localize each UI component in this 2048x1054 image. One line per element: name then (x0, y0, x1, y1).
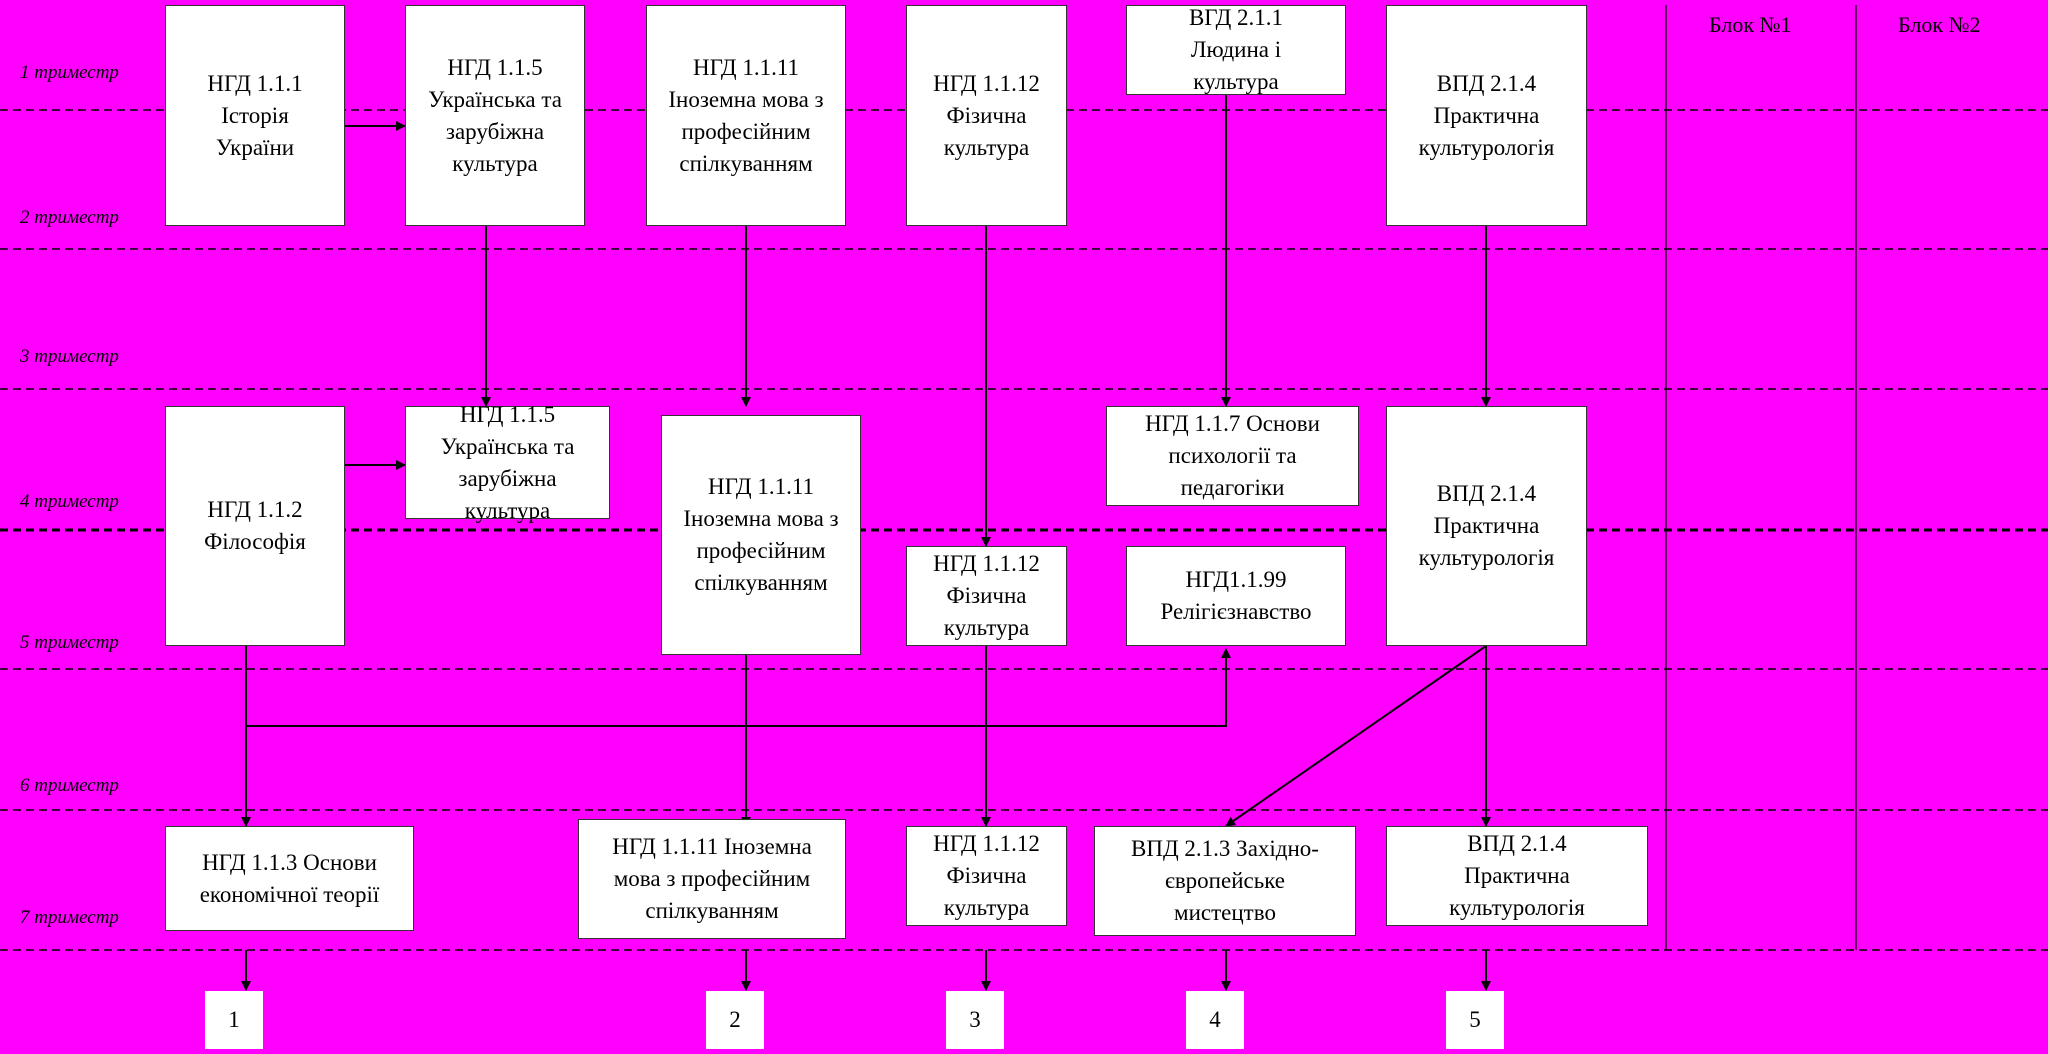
course-box-b14: НГД 1.1.3 Основи економічної теорії (165, 826, 414, 931)
course-box-b3: НГД 1.1.11 Іноземна мова з професійним с… (646, 5, 846, 226)
course-box-b16: НГД 1.1.12 Фізична культура (906, 826, 1067, 926)
course-box-b16-text: НГД 1.1.12 Фізична культура (933, 831, 1040, 920)
course-box-b18: ВПД 2.1.4 Практична культурологія (1386, 826, 1648, 926)
course-box-b5: ВГД 2.1.1 Людина і культура (1126, 5, 1346, 95)
course-box-b11-text: ВПД 2.1.4 Практична культурологія (1418, 481, 1555, 570)
course-box-b11: ВПД 2.1.4 Практична культурологія (1386, 406, 1587, 646)
trimester-label-3: 3 триместр (20, 346, 119, 367)
course-box-b8: НГД 1.1.5 Українська та зарубіжна культу… (405, 402, 610, 523)
course-box-b1: НГД 1.1.1 Історія України (165, 5, 345, 226)
course-box-b1-text: НГД 1.1.1 Історія України (207, 70, 303, 160)
course-box-b14-text: НГД 1.1.3 Основи економічної теорії (199, 849, 380, 907)
course-box-b2-text: НГД 1.1.5 Українська та зарубіжна культу… (428, 54, 562, 176)
course-box-b8-text: НГД 1.1.5 Українська та зарубіжна культу… (440, 401, 575, 523)
column-number-4: 4 (1186, 991, 1244, 1049)
course-box-b2: НГД 1.1.5 Українська та зарубіжна культу… (405, 5, 585, 226)
column-number-3: 3 (946, 991, 1004, 1049)
block-2-label: Блок №2 (1898, 12, 1981, 37)
course-box-b6-text: ВПД 2.1.4 Практична культурологія (1418, 70, 1555, 160)
trimester-label-4: 4 триместр (20, 491, 119, 512)
arrow-b7-to-b13 (246, 648, 1231, 727)
column-number-2: 2 (706, 991, 764, 1049)
course-box-b12: НГД 1.1.12 Фізична культура (906, 546, 1067, 646)
course-box-b9-text: НГД 1.1.11 Іноземна мова з професійним с… (683, 474, 839, 595)
trimester-label-6: 6 триместр (20, 775, 119, 796)
course-box-b15-text: НГД 1.1.11 Іноземна мова з професійним с… (612, 834, 812, 923)
course-box-b3-text: НГД 1.1.11 Іноземна мова з професійним с… (668, 54, 824, 176)
connector-arrows (241, 95, 1491, 991)
trimester-label-2: 2 триместр (20, 207, 119, 228)
course-box-b7-text: НГД 1.1.2 Філософія (204, 497, 306, 554)
course-box-b17: ВПД 2.1.3 Західно- європейське мистецтво (1094, 826, 1356, 936)
column-number-5: 5 (1446, 991, 1504, 1049)
course-box-b18-text: ВПД 2.1.4 Практична культурологія (1449, 831, 1585, 920)
trimester-label-1: 1 триместр (20, 62, 119, 83)
course-box-b10: НГД 1.1.7 Основи психології та педагогік… (1106, 406, 1359, 506)
trimester-label-5: 5 триместр (20, 632, 119, 653)
course-box-b6: ВПД 2.1.4 Практична культурологія (1386, 5, 1587, 226)
course-box-b7: НГД 1.1.2 Філософія (165, 406, 345, 646)
course-box-b4: НГД 1.1.12 Фізична культура (906, 5, 1067, 226)
arrow-b11-to-b17 (1225, 645, 1487, 827)
course-box-b9: НГД 1.1.11 Іноземна мова з професійним с… (661, 415, 861, 655)
column-number-1: 1 (205, 991, 263, 1049)
course-box-b13: НГД1.1.99 Релігієзнавство (1126, 546, 1346, 646)
course-box-b15: НГД 1.1.11 Іноземна мова з професійним с… (578, 819, 846, 939)
course-box-b13-text: НГД1.1.99 Релігієзнавство (1160, 567, 1312, 624)
course-box-b4-text: НГД 1.1.12 Фізична культура (933, 70, 1040, 160)
trimester-label-7: 7 триместр (20, 907, 119, 928)
course-box-b10-text: НГД 1.1.7 Основи психології та педагогік… (1145, 411, 1320, 500)
block-columns (1665, 5, 1857, 950)
block-1-label: Блок №1 (1709, 12, 1792, 37)
course-box-b12-text: НГД 1.1.12 Фізична культура (933, 551, 1040, 640)
course-box-b5-text: ВГД 2.1.1 Людина і культура (1188, 5, 1284, 94)
course-box-b17-text: ВПД 2.1.3 Західно- європейське мистецтво (1131, 836, 1319, 925)
